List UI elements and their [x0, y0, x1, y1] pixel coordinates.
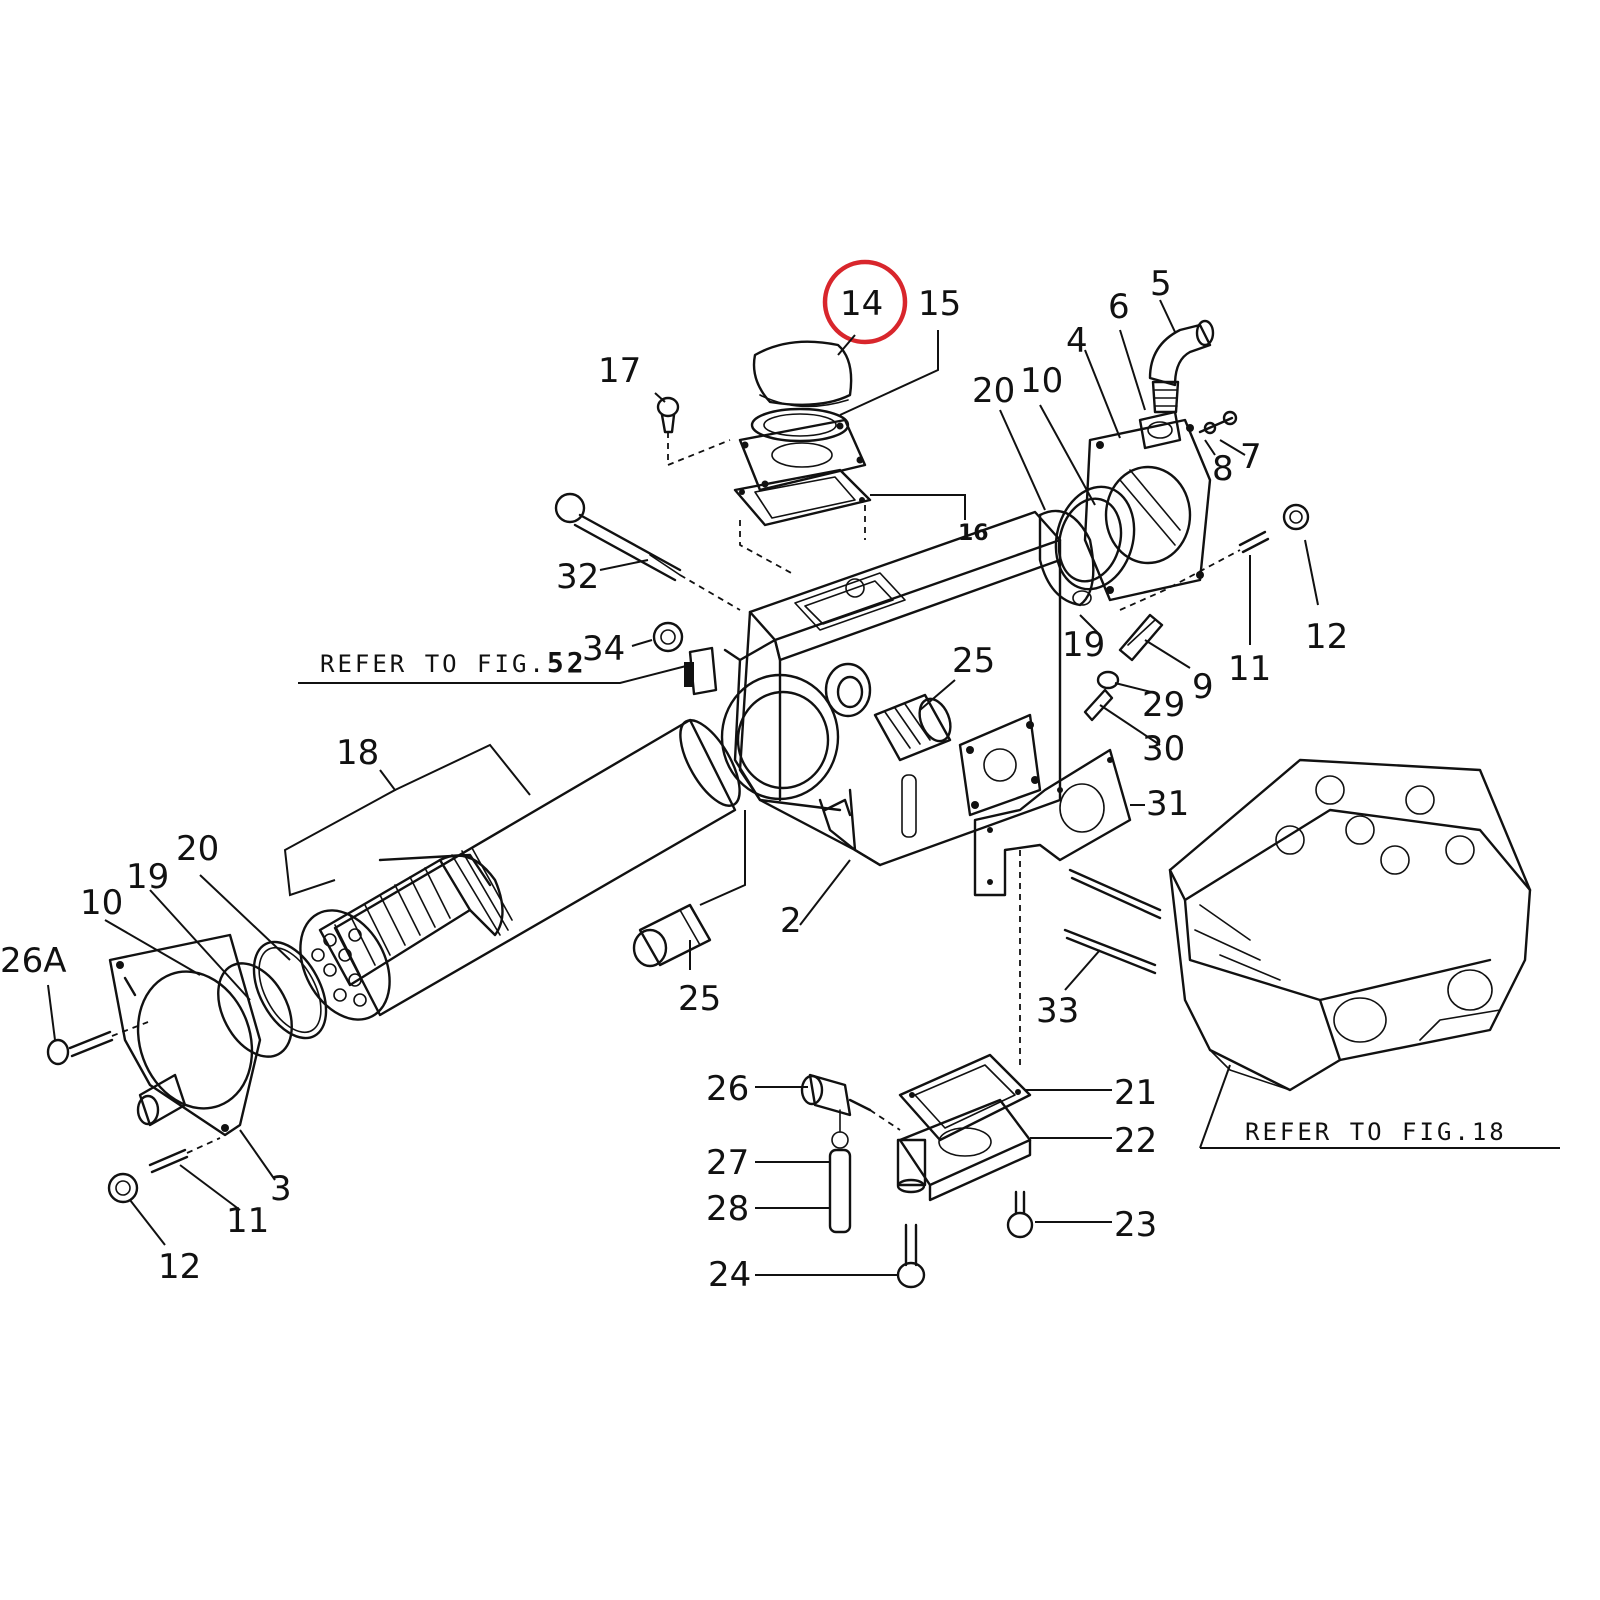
callout-7: 7 — [1240, 437, 1262, 477]
callout-30: 30 — [1142, 729, 1185, 769]
thermostat-housing — [1038, 319, 1238, 607]
cap-assembly — [733, 340, 872, 576]
lower-assembly — [800, 1053, 1034, 1289]
refer-fig-52-prefix: REFER TO FIG. — [320, 650, 547, 678]
callout-17: 17 — [598, 351, 641, 391]
fitting-25-upper — [873, 693, 952, 762]
housing-body — [720, 510, 1062, 867]
callout-23: 23 — [1114, 1205, 1157, 1245]
callout-34: 34 — [582, 629, 625, 669]
callout-10-top: 10 — [1020, 361, 1063, 401]
callout-5: 5 — [1150, 264, 1172, 304]
bolt-17 — [656, 396, 731, 467]
callout-9: 9 — [1192, 667, 1214, 707]
refer-fig-52: REFER TO FIG.52 — [320, 646, 587, 679]
callout-2: 2 — [780, 901, 802, 941]
leader-lines — [47, 299, 1560, 1276]
fitting-25-lower — [632, 810, 746, 968]
callout-18: 18 — [336, 733, 379, 773]
studs-33 — [1063, 868, 1162, 975]
callout-6: 6 — [1108, 287, 1130, 327]
callout-21: 21 — [1114, 1073, 1157, 1113]
callout-15: 15 — [918, 284, 961, 324]
callout-25-upper: 25 — [952, 641, 995, 681]
fitting-34 — [652, 621, 718, 696]
callout-28: 28 — [706, 1189, 749, 1229]
reference-notes: REFER TO FIG.52 REFER TO FIG.18 — [320, 646, 1507, 1146]
refer-fig-52-number: 52 — [547, 646, 587, 679]
callout-31: 31 — [1146, 784, 1189, 824]
callout-27: 27 — [706, 1143, 749, 1183]
callout-32: 32 — [556, 557, 599, 597]
callout-26: 26 — [706, 1069, 749, 1109]
callout-29: 29 — [1142, 685, 1185, 725]
callout-12-right: 12 — [1305, 617, 1348, 657]
callout-25-lower: 25 — [678, 979, 721, 1019]
callout-10-left: 10 — [80, 883, 123, 923]
callout-11-right: 11 — [1228, 649, 1271, 689]
callout-4: 4 — [1066, 321, 1088, 361]
callout-8: 8 — [1212, 449, 1234, 489]
callout-20-top: 20 — [972, 371, 1015, 411]
callout-33: 33 — [1036, 991, 1079, 1031]
callout-11-left: 11 — [226, 1201, 269, 1241]
callout-22: 22 — [1114, 1121, 1157, 1161]
bolt-32 — [554, 492, 741, 611]
callout-26a: 26A — [0, 941, 67, 981]
callout-19-left: 19 — [126, 857, 169, 897]
cooler-core — [299, 718, 741, 1021]
refer-fig-18: REFER TO FIG.18 — [1245, 1118, 1507, 1146]
callout-12-left: 12 — [158, 1247, 201, 1287]
highlight-circle — [822, 259, 908, 345]
callout-labels: 14 15 16 17 5 6 4 20 10 7 8 32 12 34 25 … — [0, 264, 1348, 1295]
callout-14: 14 — [840, 284, 883, 324]
callout-19-top: 19 — [1062, 625, 1105, 665]
end-cover-left — [46, 933, 328, 1204]
callout-16: 16 — [958, 521, 989, 546]
callout-24: 24 — [708, 1255, 751, 1295]
callout-20-left: 20 — [176, 829, 219, 869]
gasket-31 — [973, 748, 1132, 1070]
callout-3: 3 — [270, 1169, 292, 1209]
drain-parts-right — [1083, 503, 1310, 722]
cylinder-head — [1168, 758, 1532, 1092]
